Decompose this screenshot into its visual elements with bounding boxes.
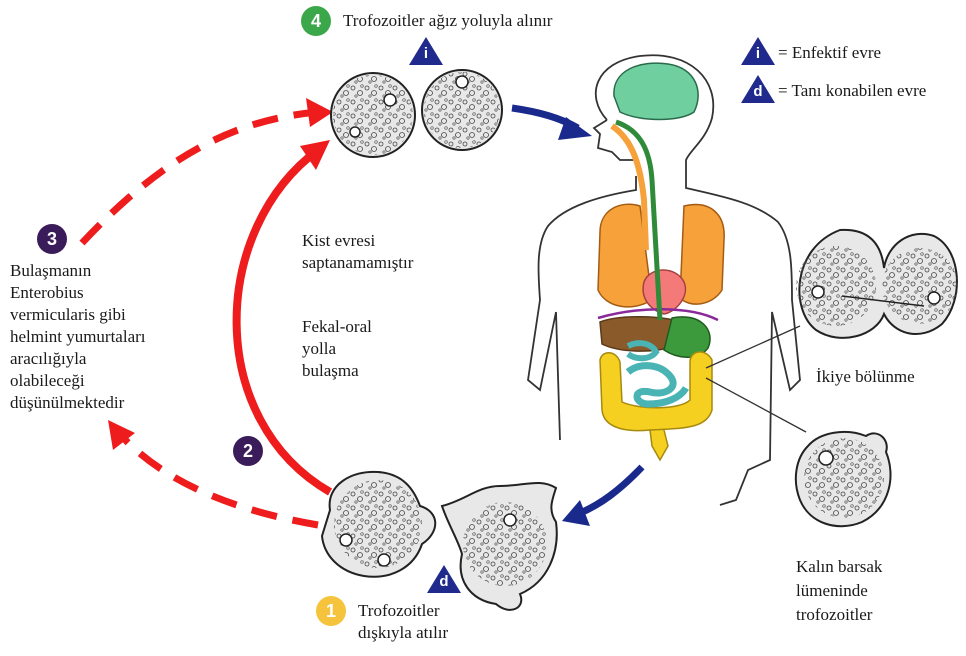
lumen-trophozoite-texture	[804, 438, 884, 518]
heart-organ	[643, 270, 685, 314]
legend-diagnostic-icon: d	[740, 74, 776, 104]
trophozoite-bottom-left-nucleus	[340, 534, 352, 546]
dashed-arrow-to-top-head	[306, 98, 333, 127]
stomach-organ	[664, 317, 710, 357]
step-1-line1: Trofozoitler	[358, 600, 440, 622]
step-3-line: düşünülmektedir	[10, 392, 146, 414]
dashed-arrow-to-top	[82, 112, 318, 243]
step-4-badge: 4	[301, 6, 331, 36]
trophozoite-top-left-nucleus	[384, 94, 396, 106]
fecal-oral-line1: Fekal-oral	[302, 316, 372, 338]
fecal-oral-line2: yolla	[302, 338, 336, 360]
trophozoite-top-right-nucleus	[456, 76, 468, 88]
brain-organ	[614, 63, 698, 119]
trophozoite-bottom-middle-nucleus	[504, 514, 516, 526]
legend-diagnostic-text: = Tanı konabilen evre	[778, 80, 926, 102]
diagnostic-stage-marker: d	[426, 564, 462, 594]
fecal-oral-line3: bulaşma	[302, 360, 359, 382]
cyst-label-line1: Kist evresi	[302, 230, 375, 252]
dividing-trophozoite-nucleus-right	[928, 292, 940, 304]
pointer-line-fission	[706, 326, 800, 368]
binary-fission-label: İkiye bölünme	[816, 366, 915, 388]
step-3-line: helmint yumurtaları	[10, 326, 146, 348]
small-intestine-organ	[628, 366, 686, 404]
trophozoite-top-left-nucleus2	[350, 127, 360, 137]
step-1-line2: dışkıyla atılır	[358, 622, 448, 644]
dividing-trophozoite-nucleus-left	[812, 286, 824, 298]
diagnostic-stage-letter: d	[426, 573, 462, 591]
step-3-text: Bulaşmanın Enterobius vermicularis gibi …	[10, 260, 146, 414]
trophozoite-bottom-left-texture	[334, 480, 422, 568]
dividing-trophozoite-texture-right	[882, 248, 958, 324]
step-2-badge: 2	[233, 436, 263, 466]
legend-infective-text: = Enfektif evre	[778, 42, 881, 64]
lumen-trophozoite-nucleus	[819, 451, 833, 465]
step-1-badge: 1	[316, 596, 346, 626]
step-3-line: aracılığıyla	[10, 348, 146, 370]
infective-stage-marker: i	[408, 36, 444, 66]
colon-lumen-line2: lümeninde	[796, 580, 868, 602]
legend: i = Enfektif evre d = Tanı konabilen evr…	[740, 36, 960, 108]
pointer-line-lumen	[706, 378, 806, 432]
blue-arrow-to-stool	[578, 467, 642, 514]
step-4-label: Trofozoitler ağız yoluyla alınır	[343, 10, 552, 32]
step-3-line: vermicularis gibi	[10, 304, 146, 326]
infective-stage-letter: i	[408, 45, 444, 63]
cyst-label-line2: saptanamamıştır	[302, 252, 413, 274]
colon-lumen-line3: trofozoitler	[796, 604, 872, 626]
trophozoite-bottom-middle-texture	[463, 502, 547, 586]
legend-infective-icon: i	[740, 36, 776, 66]
step-3-line: olabileceği	[10, 370, 146, 392]
legend-diagnostic-letter: d	[740, 83, 776, 101]
dividing-trophozoite-texture-left	[796, 246, 876, 326]
dashed-arrow-to-step3	[118, 432, 318, 525]
dashed-arrow-to-step3-head	[108, 420, 135, 450]
step-3-badge: 3	[37, 224, 67, 254]
colon-lumen-line1: Kalın barsak	[796, 556, 882, 578]
trophozoite-top-left-texture	[333, 75, 413, 155]
step-3-line: Bulaşmanın	[10, 260, 146, 282]
step-3-line: Enterobius	[10, 282, 146, 304]
trophozoite-bottom-left-nucleus2	[378, 554, 390, 566]
legend-infective-letter: i	[740, 45, 776, 63]
